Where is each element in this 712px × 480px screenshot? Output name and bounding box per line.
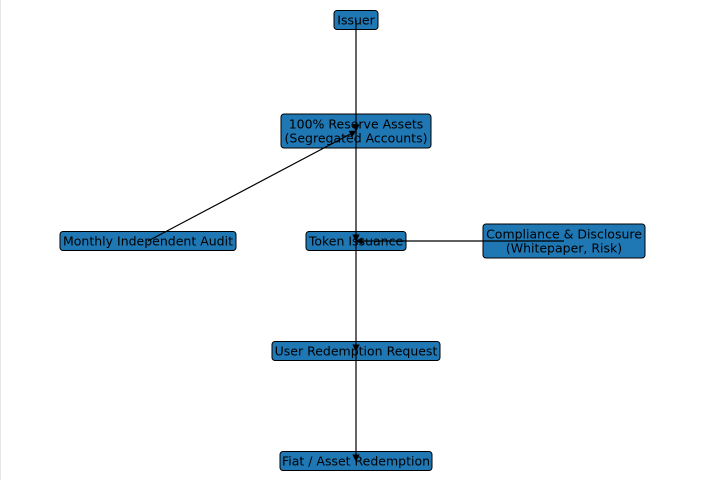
node-compliance: Compliance & Disclosure(Whitepaper, Risk… bbox=[482, 223, 646, 259]
node-label-compliance-line-1: (Whitepaper, Risk) bbox=[506, 241, 622, 256]
edges-layer bbox=[147, 20, 564, 462]
node-label-compliance-line-0: Compliance & Disclosure bbox=[486, 227, 642, 242]
edge-audit-to-reserve bbox=[147, 130, 357, 242]
page-left-border bbox=[0, 0, 1, 480]
